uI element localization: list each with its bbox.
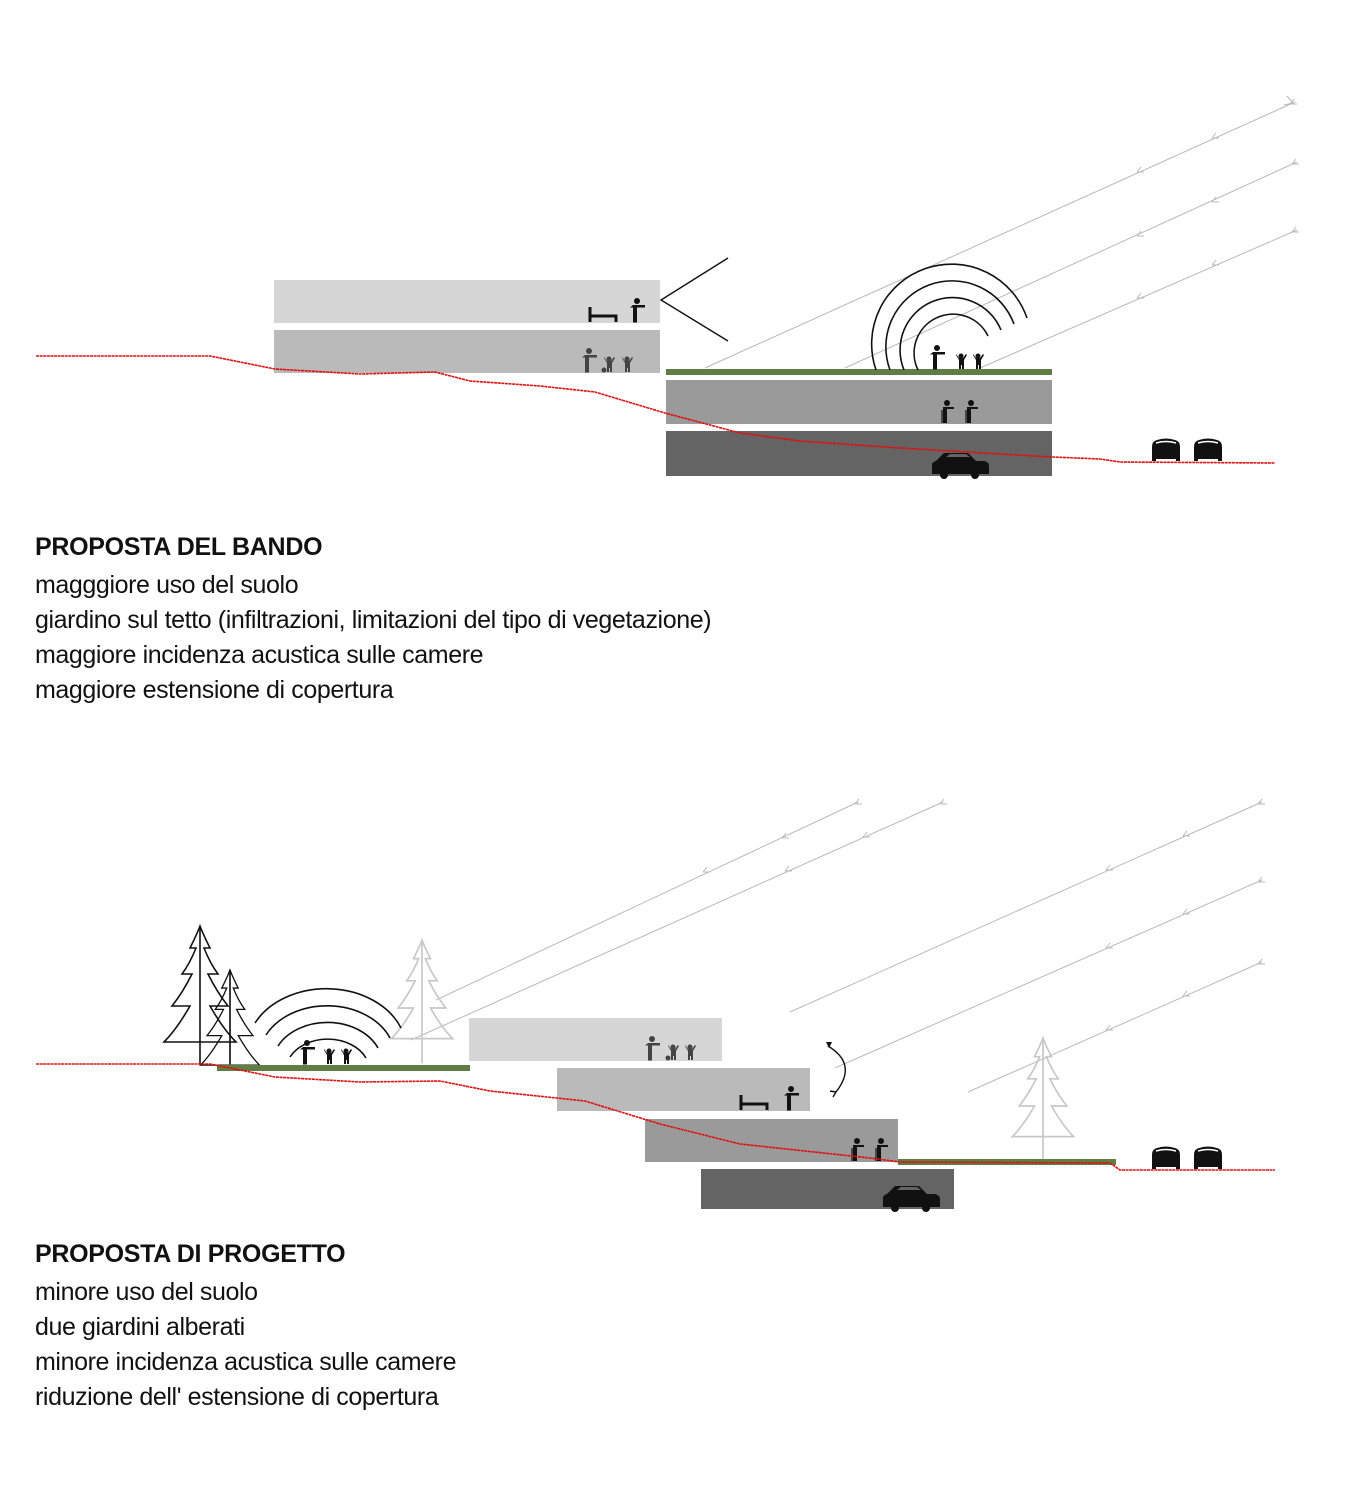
caption-points: magggiore uso del suolo giardino sul tet…: [35, 568, 712, 708]
caption-point: magggiore uso del suolo: [35, 571, 299, 599]
caption-proposta-progetto: PROPOSTA DI PROGETTO minore uso del suol…: [35, 1240, 457, 1415]
sound-rays-bottom: [410, 798, 1265, 1093]
child-icon: [956, 353, 967, 369]
ball-icon: [665, 1055, 671, 1061]
ground-line: [36, 355, 1276, 464]
sound-ray: [789, 801, 1263, 1013]
caption-point: minore uso del suolo: [35, 1278, 258, 1306]
floor-slab-parking: [666, 431, 1052, 476]
floor-slab-elderly: [645, 1119, 898, 1162]
child-icon: [324, 1048, 335, 1064]
ray-arrow-icon: [1211, 196, 1219, 203]
rotate-arrow-icon: [826, 1042, 846, 1098]
caption-proposta-bando: PROPOSTA DEL BANDO magggiore uso del suo…: [35, 533, 712, 708]
car-front-icon: [1193, 1145, 1223, 1170]
noise-waves-icon: [870, 263, 1028, 371]
ray-arrow-icon: [1211, 259, 1219, 266]
floor-slab-elderly: [666, 380, 1052, 424]
ray-arrow-icon: [939, 798, 947, 805]
ray-arrow-icon: [702, 866, 710, 873]
caption-point: giardino sul tetto (infiltrazioni, limit…: [35, 606, 712, 634]
sound-ray: [979, 229, 1298, 369]
car-front-icon: [1151, 437, 1181, 462]
top-section-drawing: [36, 95, 1299, 479]
sound-ray: [834, 879, 1263, 1069]
view-cone-icon: [659, 257, 729, 342]
ray-arrow-icon: [1257, 798, 1265, 805]
ray-arrow-icon: [862, 831, 870, 838]
tree-icon: [1011, 1037, 1075, 1162]
caption-point: maggiore estensione di copertura: [35, 676, 394, 704]
car-front-icon: [1193, 437, 1223, 462]
caption-points: minore uso del suolo due giardini albera…: [35, 1275, 457, 1415]
caption-point: due giardini alberati: [35, 1313, 245, 1341]
car-front-icon: [1151, 1145, 1181, 1170]
tree-icon: [390, 939, 454, 1064]
sound-ray: [410, 801, 944, 1041]
ball-icon: [601, 367, 607, 373]
bottom-section-drawing: [36, 798, 1275, 1212]
sound-ray: [844, 161, 1298, 369]
tree-group-left: [163, 925, 261, 1066]
ray-arrow-icon: [854, 798, 862, 805]
sound-rays-top: [704, 95, 1299, 369]
caption-title: PROPOSTA DEL BANDO: [35, 533, 323, 561]
ray-arrow-icon: [1182, 908, 1190, 915]
ray-arrow-icon: [1257, 958, 1265, 965]
floor-slab-family: [469, 1018, 722, 1061]
roof-garden-strip: [666, 369, 1052, 375]
ray-arrow-icon: [1105, 864, 1113, 871]
caption-point: riduzione dell' estensione di copertura: [35, 1383, 439, 1411]
caption-point: maggiore incidenza acustica sulle camere: [35, 641, 484, 669]
ray-arrow-icon: [1105, 1024, 1113, 1031]
adult-icon: [930, 345, 945, 370]
ray-arrow-icon: [784, 865, 792, 872]
ray-arrow-icon: [1257, 876, 1265, 883]
ray-arrow-icon: [1291, 226, 1299, 233]
ray-arrow-icon: [1136, 292, 1144, 299]
ray-arrow-icon: [1291, 158, 1299, 165]
ray-arrow-icon: [1182, 830, 1190, 837]
ray-arrow-icon: [1182, 990, 1190, 997]
ray-arrow-icon: [1136, 166, 1144, 173]
caption-point: minore incidenza acustica sulle camere: [35, 1348, 457, 1376]
child-icon: [341, 1048, 352, 1064]
floor-slab-family: [274, 330, 660, 373]
tree-garden-left: [217, 1065, 470, 1071]
sound-ray: [435, 801, 859, 1001]
sound-ray: [704, 101, 1296, 369]
sound-ray: [967, 961, 1263, 1093]
caption-title: PROPOSTA DI PROGETTO: [35, 1240, 346, 1268]
adult-icon: [300, 1040, 315, 1065]
ray-arrow-icon: [1136, 230, 1144, 237]
ray-arrow-icon: [1289, 98, 1297, 105]
ray-arrow-icon: [781, 832, 789, 839]
ray-arrow-icon: [1211, 132, 1219, 139]
noise-waves-icon: [254, 987, 402, 1059]
ray-arrow-icon: [1105, 942, 1113, 949]
ground-line: [36, 1063, 1275, 1171]
